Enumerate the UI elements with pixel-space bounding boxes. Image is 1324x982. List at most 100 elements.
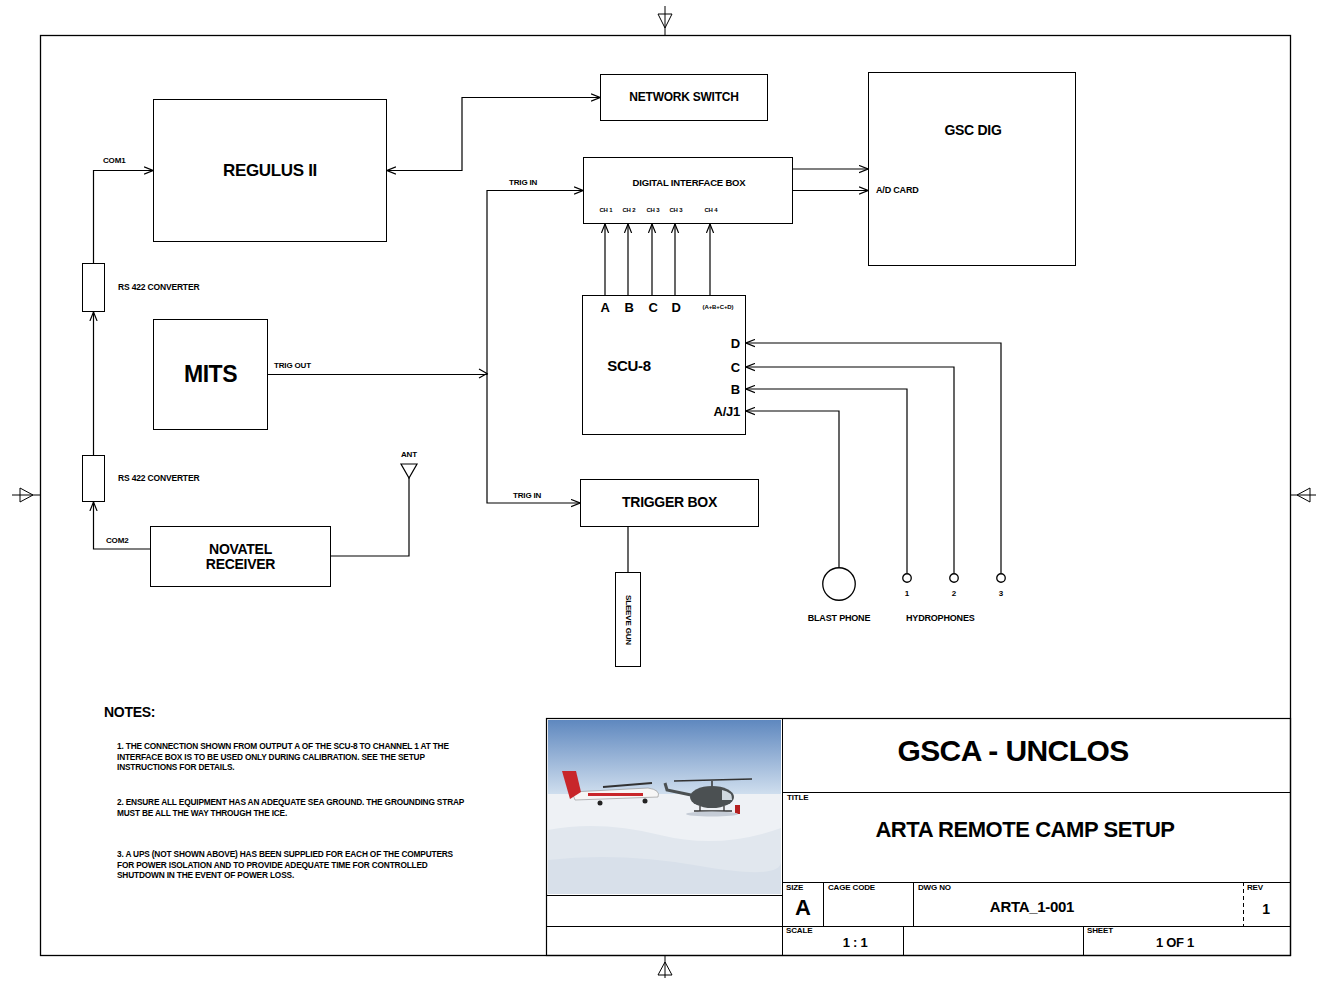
connector: [94, 502, 151, 549]
node-text: GSC DIG: [944, 123, 1001, 138]
node-text: RS 422 CONVERTER: [118, 283, 199, 292]
node-text: SLEEVE GUN: [624, 595, 633, 645]
connector: [746, 367, 954, 573]
node-text: 2: [952, 590, 956, 599]
title-block-grid: [548, 926, 782, 927]
port-label: COM1: [103, 157, 125, 166]
equipment-box: NOVATEL RECEIVER: [150, 526, 331, 587]
photo-airplane: [588, 793, 643, 796]
photo-snow: [548, 826, 781, 894]
hydrophone: 3: [996, 573, 1006, 583]
node-text: 1: [905, 590, 909, 599]
title-block-grid: [1243, 882, 1244, 926]
photo-airplane: [598, 801, 603, 806]
node-text: NETWORK SWITCH: [629, 91, 738, 104]
connector: [793, 190, 868, 191]
circle-outline: [997, 574, 1006, 583]
title-block-grid: [546, 718, 1290, 955]
field-caption: DWG NO: [918, 884, 951, 893]
connector: [746, 411, 839, 567]
node-text: B: [731, 383, 740, 397]
node-text: CH 1: [599, 207, 612, 214]
centering-mark: [658, 956, 672, 978]
equipment-box: NETWORK SWITCH: [600, 74, 768, 121]
node-text: (A+B+C+D): [703, 304, 734, 311]
node-text: CH 4: [704, 207, 717, 214]
connector: [93, 312, 94, 455]
node-text: DIGITAL INTERFACE BOX: [633, 178, 746, 188]
node-text: TRIGGER BOX: [622, 495, 717, 510]
node-text: CH 3: [646, 207, 659, 214]
node-text: CH 2: [622, 207, 635, 214]
equipment-box: REGULUS II: [153, 99, 387, 242]
antenna-lead: [331, 478, 409, 556]
signal-label: TRIG IN: [513, 492, 541, 501]
node-text: A/D CARD: [876, 186, 919, 196]
connector: [674, 224, 675, 295]
photo-snow: [548, 794, 781, 894]
group-label: HYDROPHONES: [906, 614, 975, 624]
photo-helicopter: [722, 790, 732, 800]
node-text: A: [600, 301, 609, 315]
centering-mark: [658, 6, 672, 35]
field-value: 1: [1262, 902, 1270, 917]
node-text: B: [624, 301, 633, 315]
interface-box: DIGITAL INTERFACE BOX CH 1 CH 2 CH 3 CH 3 CH …: [583, 157, 793, 224]
switch-unit-box: SCU-8ABCD(A+B+C+D)DCBA/J1: [582, 295, 746, 435]
equipment-box: GSC DIG A/D CARD: [868, 72, 1076, 266]
circle-outline: [823, 568, 856, 601]
title-block: [547, 719, 1291, 956]
signal-label: TRIG IN: [509, 179, 537, 188]
photo-airplane: [603, 783, 652, 787]
field-caption: SIZE: [786, 884, 803, 893]
circle-outline: [903, 574, 912, 583]
field-value: ARTA_1-001: [990, 899, 1074, 916]
equipment-box: MITS: [153, 319, 268, 430]
antenna-label: ANT: [401, 451, 417, 460]
junction-arrowhead: [479, 369, 487, 378]
note-text: 3. A UPS (NOT SHOWN ABOVE) HAS BEEN SUPP…: [117, 849, 467, 881]
company-name: GSCA - UNCLOS: [897, 734, 1128, 767]
centering-mark: [12, 488, 40, 502]
field-value: 1 OF 1: [1156, 936, 1194, 950]
connector: [627, 224, 628, 295]
node-text: BLAST PHONE: [808, 614, 871, 624]
antenna-symbol: [401, 464, 417, 478]
blast-phone: BLAST PHONE: [822, 567, 856, 601]
photo-airplane: [643, 799, 648, 804]
field-value: 1 : 1: [843, 936, 868, 950]
photo-helicopter: [674, 779, 752, 786]
photo-figure: [735, 805, 740, 814]
sleeve-gun-box: SLEEVE GUN: [615, 572, 641, 667]
node-text: CH 3: [669, 207, 682, 214]
note-text: 2. ENSURE ALL EQUIPMENT HAS AN ADEQUATE …: [117, 797, 467, 818]
photo-sky: [548, 720, 781, 794]
field-caption: SHEET: [1087, 927, 1113, 936]
notes-heading: NOTES:: [104, 705, 155, 720]
connector: [746, 343, 1001, 573]
converter-box: RS 422 CONVERTER: [82, 263, 105, 312]
node-text: RS 422 CONVERTER: [118, 474, 199, 483]
photo-airplane: [572, 788, 659, 800]
converter-box: RS 422 CONVERTER: [82, 455, 105, 502]
sheet-frame: [41, 36, 1291, 956]
centering-mark: [1291, 488, 1316, 502]
field-caption: CAGE CODE: [828, 884, 875, 893]
field-value: A: [795, 896, 810, 920]
photo-airplane: [562, 771, 581, 799]
field-caption: SCALE: [786, 927, 812, 936]
photo-helicopter: [694, 806, 732, 811]
node-text: D: [731, 337, 740, 351]
connector: [746, 389, 907, 573]
drawing-title: ARTA REMOTE CAMP SETUP: [875, 818, 1174, 842]
photo-helicopter: [665, 783, 691, 795]
port-label: COM2: [106, 537, 128, 546]
node-text: C: [731, 361, 740, 375]
node-text: REGULUS II: [223, 161, 317, 180]
field-caption: TITLE: [787, 794, 808, 803]
circle-outline: [902, 573, 912, 583]
circle-outline: [949, 573, 959, 583]
node-text: C: [648, 301, 657, 315]
equipment-box: TRIGGER BOX: [580, 479, 759, 527]
